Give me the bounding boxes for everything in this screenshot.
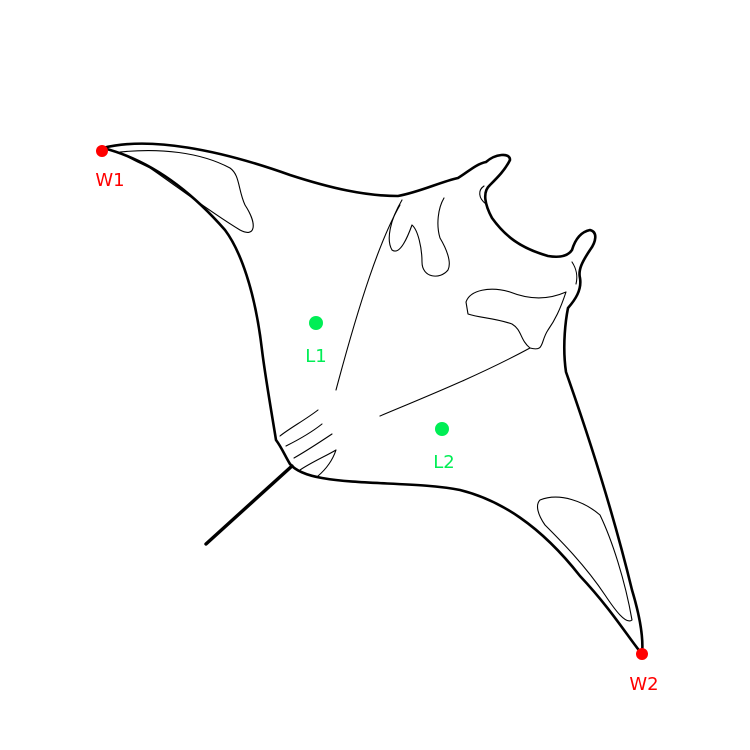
right-shoulder-marking: [465, 288, 567, 350]
point-w2-label: W2: [629, 674, 658, 695]
point-l1-marker: [309, 316, 323, 330]
right-wing-marking: [536, 496, 633, 622]
point-w1-label: W1: [95, 170, 124, 191]
point-l2-label: L2: [433, 452, 454, 473]
point-l2-marker: [435, 422, 449, 436]
point-w1-marker: [96, 145, 108, 157]
left-wing-marking: [119, 150, 254, 233]
point-l1-label: L1: [305, 346, 326, 367]
head-marking: [388, 197, 450, 277]
point-w2-marker: [636, 648, 648, 660]
pelvic-fin-detail: [299, 449, 337, 477]
body-right-line: [379, 347, 531, 417]
gill-line-3: [293, 433, 333, 459]
body-left-line: [335, 204, 401, 391]
cephalic-fin-detail-lower: [571, 261, 578, 285]
manta-body-outline: [101, 142, 644, 656]
annotation-points: W1 W2 L1 L2: [95, 145, 659, 695]
gill-line-2: [285, 423, 323, 447]
manta-tail: [204, 464, 294, 546]
cephalic-fin-detail: [479, 185, 487, 205]
manta-ray-illustration: [101, 142, 644, 656]
gill-line-1: [279, 409, 319, 437]
